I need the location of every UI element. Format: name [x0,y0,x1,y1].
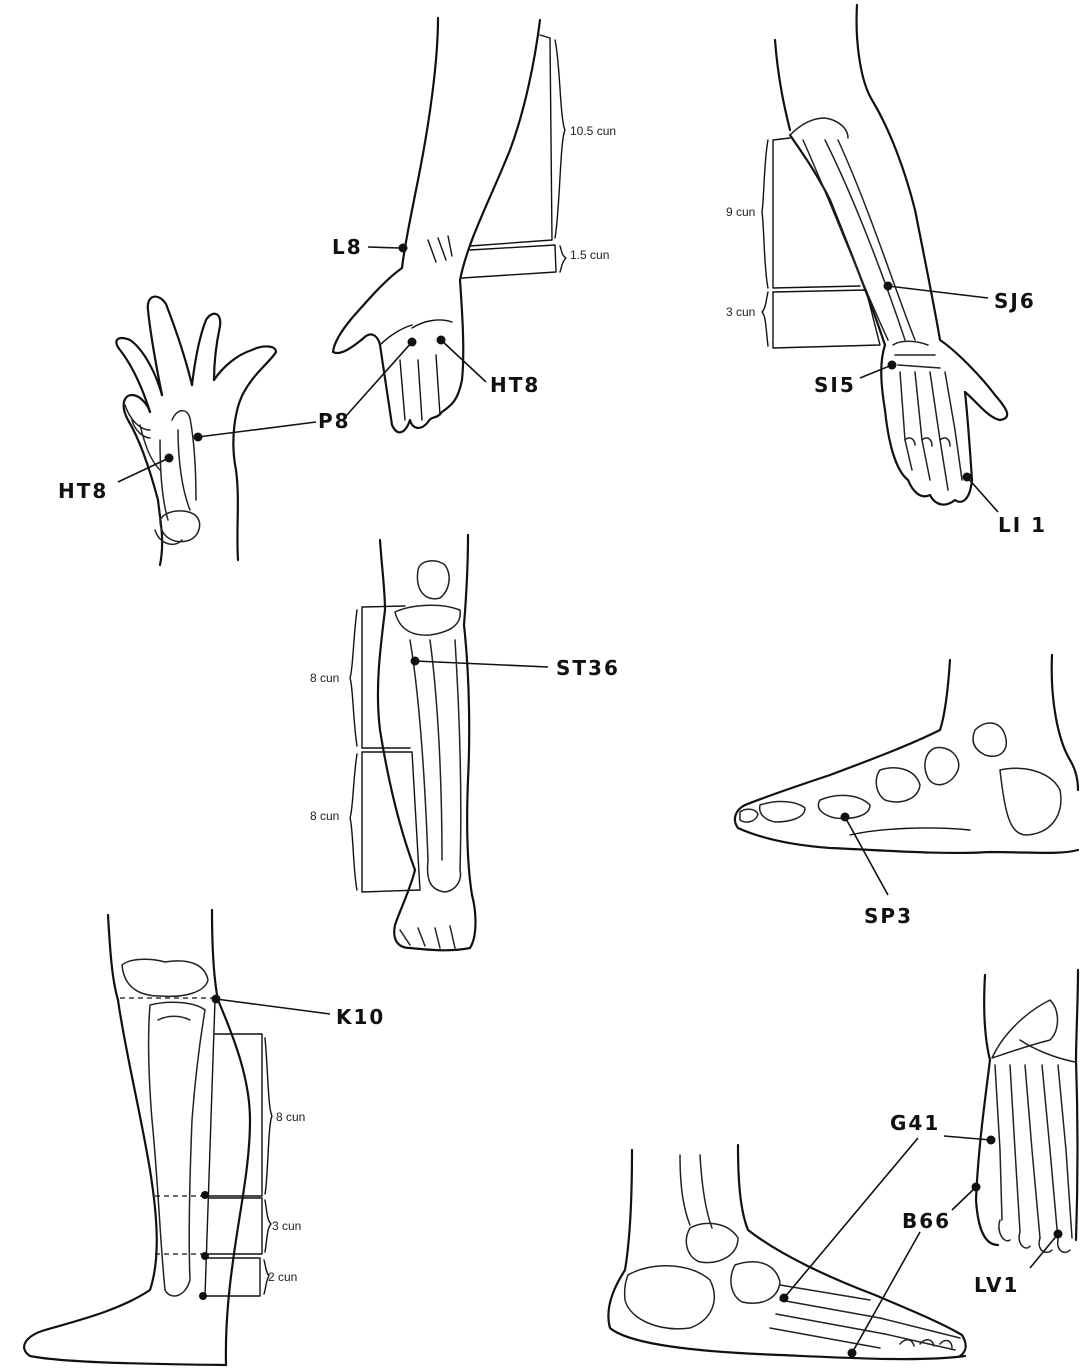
forearm-3-cun-label: 3 cun [726,305,755,319]
medial-foot-figure [735,655,1078,853]
medial-leg-point-lower [199,1292,207,1300]
K10-label: K10 [336,1005,385,1029]
dorsal-foot-figure [976,970,1078,1252]
LI1-leader [967,477,998,512]
K10-leader [216,999,330,1014]
leg-upper-8-cun-label: 8 cun [310,671,339,685]
lateral-foot-figure [608,1145,965,1359]
leg-lower-8-cun-label: 8 cun [310,809,339,823]
medial-leg-point-middle [201,1252,209,1260]
SI5-leader [860,365,892,378]
ST36-label: ST36 [556,656,620,680]
HT8-fist-label: HT8 [58,479,108,503]
G41-leader-lateral [784,1138,918,1298]
palm-arm-figure: 10.5 cun 1.5 cun [333,18,616,432]
LI1-label: LI 1 [998,513,1047,537]
SI5-label: SI5 [814,373,856,397]
medial-2-cun-label: 2 cun [268,1270,297,1284]
SP3-leader [845,817,888,895]
LV1-leader [1030,1234,1058,1268]
forearm-skeleton-figure: 9 cun 3 cun [726,5,1007,505]
G41-leader-dorsal [944,1136,991,1140]
arm-1-5-cun-label: 1.5 cun [570,248,609,262]
G41-label: G41 [890,1111,940,1135]
medial-3-cun-label: 3 cun [272,1219,301,1233]
P8-label: P8 [318,409,351,433]
HT8-palm-label: HT8 [490,373,540,397]
medial-8-cun-label: 8 cun [276,1110,305,1124]
lower-leg-skeleton-figure: 8 cun 8 cun [310,535,476,950]
SP3-label: SP3 [864,904,913,928]
medial-leg-point-upper [201,1191,209,1199]
SJ6-leader [888,286,988,298]
B66-leader-dorsal [952,1187,976,1210]
arm-10-5-cun-label: 10.5 cun [570,124,616,138]
L8-point [399,244,408,253]
LV1-label: LV1 [974,1273,1019,1297]
SJ6-label: SJ6 [994,289,1036,313]
P8-leader-fist [198,422,316,437]
L8-label: L8 [332,235,363,259]
B66-label: B66 [902,1209,951,1233]
L8-leader [368,247,399,248]
medial-leg-figure: 8 cun 3 cun 2 cun [24,910,305,1365]
ST36-leader [415,661,548,667]
forearm-9-cun-label: 9 cun [726,205,755,219]
